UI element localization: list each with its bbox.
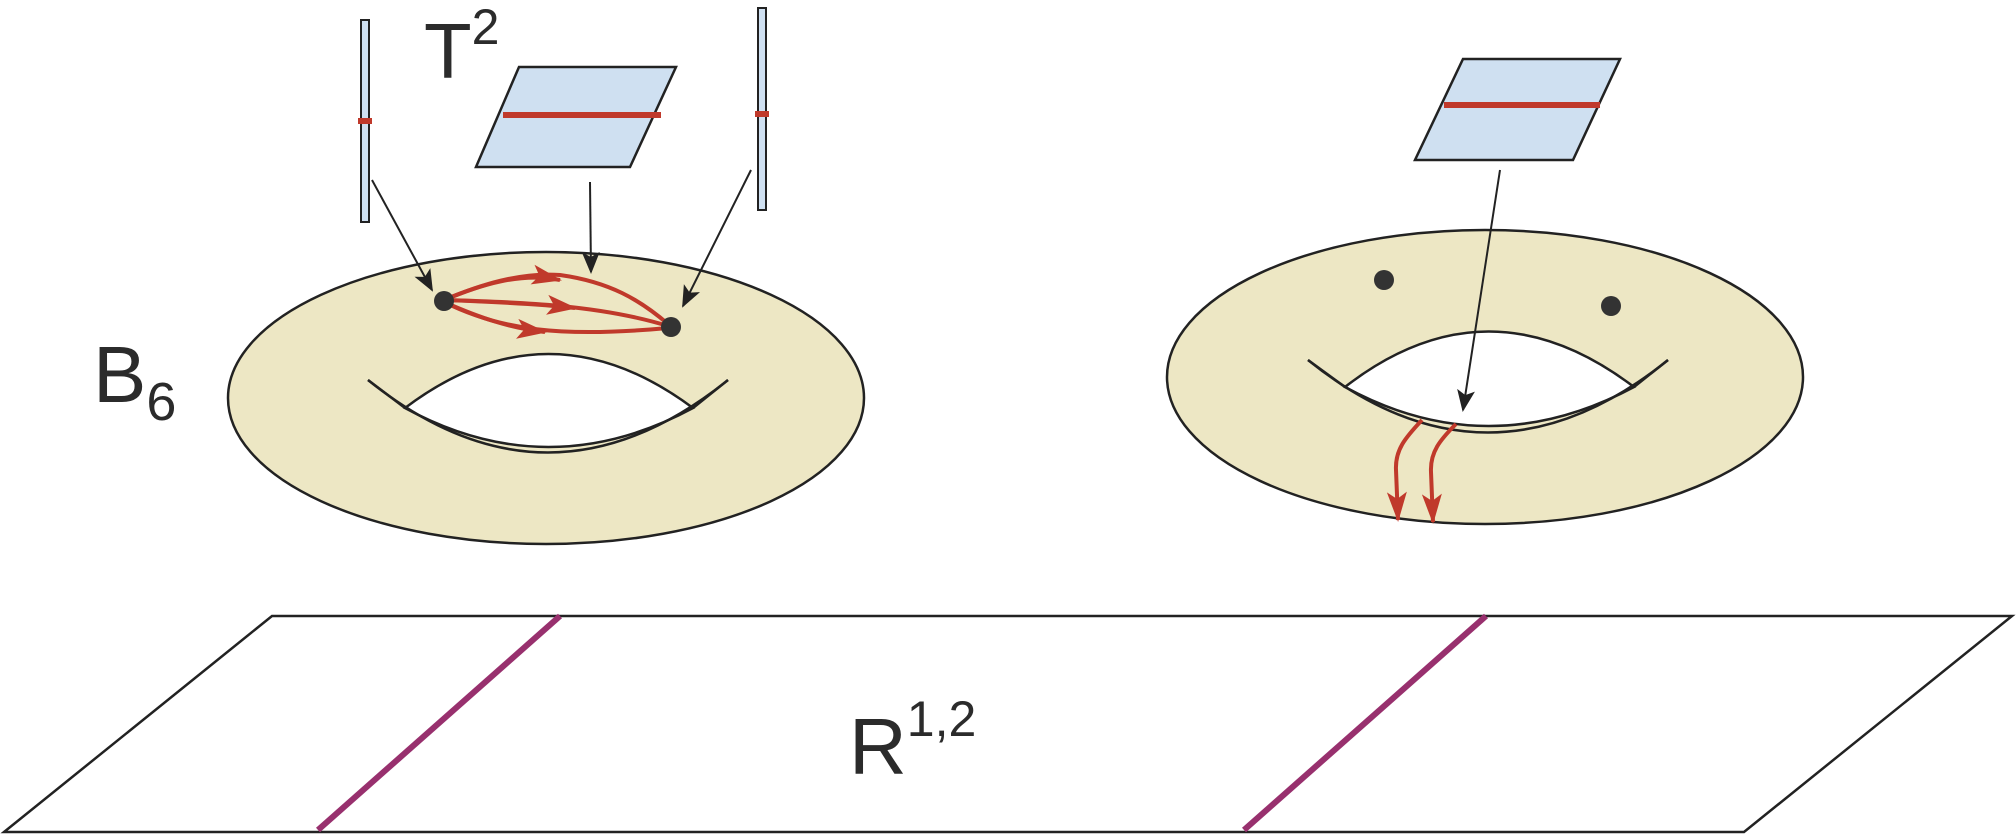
label-r12: R1,2 bbox=[849, 691, 976, 791]
right-torus-hole-edge-right bbox=[1633, 359, 1669, 388]
string-arrow-3-head bbox=[443, 300, 547, 339]
left-torus-hole bbox=[402, 352, 696, 449]
brane-point-left bbox=[434, 291, 454, 311]
brane-point-right bbox=[661, 317, 681, 337]
brane-line-right bbox=[1242, 613, 1488, 833]
fiber-strip-left bbox=[358, 19, 372, 223]
string-arrow-1-head bbox=[443, 264, 562, 302]
right-torus-hole-edge-left bbox=[1307, 358, 1346, 389]
right-torus-point-right bbox=[1601, 296, 1621, 316]
brane-line-left bbox=[316, 613, 562, 833]
spacetime-parallelogram bbox=[0, 614, 2016, 834]
arrow-t2-to-torus bbox=[581, 181, 600, 274]
right-torus bbox=[1165, 228, 1805, 526]
left-torus-hole-edge-left bbox=[367, 379, 406, 409]
string-arrow-2-head bbox=[443, 294, 577, 315]
left-torus bbox=[226, 250, 866, 546]
left-torus-strings bbox=[443, 264, 670, 339]
arrow-strip-left-to-point bbox=[371, 179, 433, 292]
fiber-torus-right bbox=[1413, 57, 1622, 162]
fiber-strip-right bbox=[755, 7, 769, 211]
label-t2: T2 bbox=[424, 0, 499, 95]
red-down-arrow-1 bbox=[1386, 418, 1424, 522]
fiber-torus-t2 bbox=[474, 65, 678, 169]
right-torus-hole-rim bbox=[1307, 359, 1669, 434]
left-torus-hole-rim bbox=[367, 379, 729, 454]
label-b6: B6 bbox=[93, 330, 176, 432]
right-torus-hole bbox=[1342, 330, 1637, 428]
left-torus-hole-edge-right bbox=[692, 379, 729, 409]
arrow-right-fiber-to-torus bbox=[1457, 169, 1501, 412]
spacetime-plane bbox=[0, 613, 2016, 834]
right-torus-point-left bbox=[1374, 270, 1394, 290]
arrow-strip-right-to-point bbox=[682, 169, 752, 308]
right-torus-red-arrows bbox=[1386, 418, 1458, 524]
red-down-arrow-2 bbox=[1421, 422, 1458, 524]
